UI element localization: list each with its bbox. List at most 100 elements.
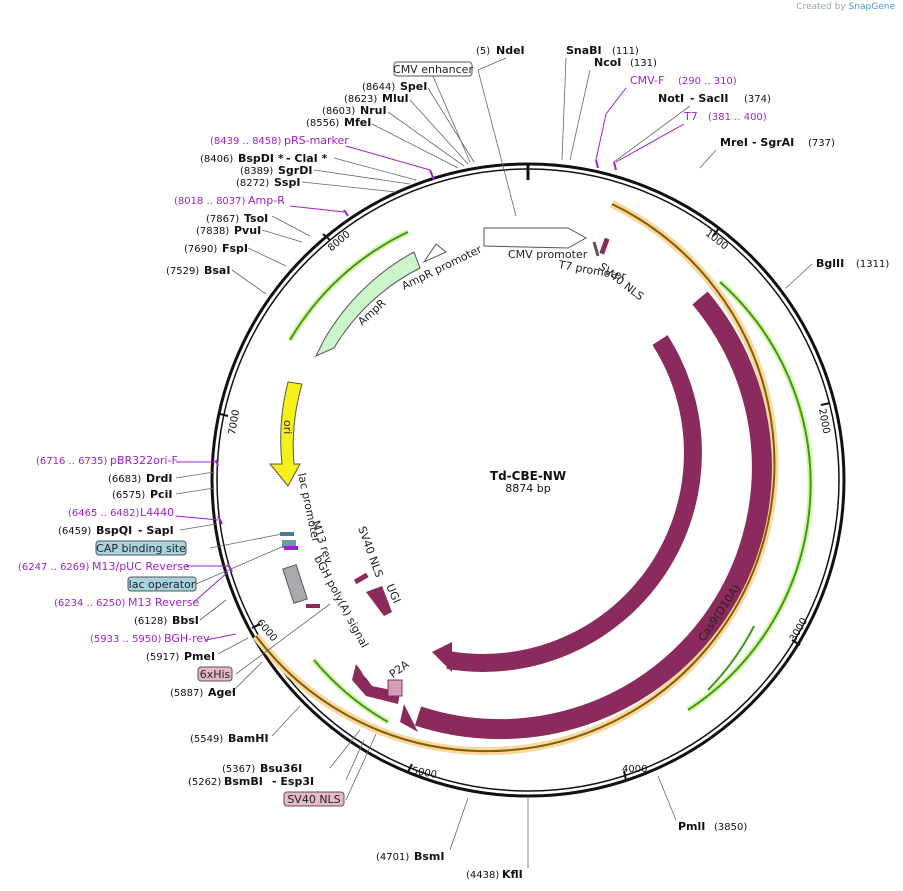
primer-t7[interactable]: T7 (381 .. 400): [683, 110, 767, 123]
tick-marks: [219, 227, 831, 781]
tick-label-7000: 7000: [227, 409, 242, 436]
site-bamhi[interactable]: (5549) BamHI: [190, 732, 269, 745]
feature-cas9: Cas9: [673, 576, 699, 606]
sv40-nls-mid-bar: [353, 572, 369, 585]
site-bsmbi-esp3i[interactable]: (5262) BsmBI - Esp3I: [188, 775, 314, 788]
primer-cmv-f-name: CMV-F: [630, 74, 664, 87]
feature-sv40-nls-top: SV40 NLS: [596, 260, 646, 303]
site-sacii-name: - SacII: [690, 92, 728, 105]
site-ndei-name: NdeI: [496, 44, 525, 57]
site-sapi-name: - SapI: [138, 524, 174, 537]
site-bglii[interactable]: BglII (1311): [816, 257, 889, 270]
site-mfei[interactable]: (8556) MfeI: [306, 116, 371, 129]
site-sapi-name-text: SapI: [146, 524, 173, 537]
feature-bgh-polya: bGH poly(A) signal: [311, 553, 371, 650]
site-pmei[interactable]: (5917) PmeI: [146, 650, 215, 663]
primer-marks: [215, 159, 617, 573]
ampr-arrow: [314, 251, 421, 358]
cap-binding-site-box[interactable]: CAP binding site: [95, 540, 187, 556]
site-esp3i-name: - Esp3I: [272, 775, 314, 788]
site-fspi[interactable]: (7690) FspI: [184, 242, 248, 255]
site-spei-name: SpeI: [400, 80, 427, 93]
site-mrei-pos: (737): [808, 138, 835, 149]
primer-amp-r[interactable]: (8018 .. 8037) Amp-R: [174, 194, 285, 207]
site-tsoi-name: TsoI: [244, 212, 268, 225]
site-snabi[interactable]: SnaBI (111): [566, 44, 639, 57]
site-pvui[interactable]: (7838) PvuI: [196, 224, 261, 237]
site-mlui[interactable]: (8623) MluI: [344, 92, 409, 105]
cas9-d10a-arc: [446, 335, 702, 672]
feature-ori: ori: [281, 420, 294, 434]
credit-prefix: Created by: [796, 2, 846, 12]
plasmid-name: Td-CBE-NW: [490, 469, 566, 483]
site-pcii-name: PciI: [150, 488, 172, 501]
site-nrui-pos: (8603): [322, 106, 355, 117]
site-kfli-name: KflI: [502, 868, 523, 881]
site-bsmi-pos: (4701): [376, 852, 409, 863]
primer-prs-marker[interactable]: (8439 .. 8458) pRS-marker: [210, 134, 349, 147]
sv40-nls-box[interactable]: SV40 NLS: [283, 791, 345, 807]
site-nrui[interactable]: (8603) NruI: [322, 104, 387, 117]
lac-operator-box[interactable]: lac operator: [127, 576, 197, 592]
site-snabi-pos: (111): [612, 46, 639, 57]
site-bglii-name: BglII: [816, 257, 844, 270]
site-spei-pos: (8644): [362, 82, 395, 93]
site-sspi[interactable]: (8272) SspI: [236, 176, 300, 189]
primer-l4440[interactable]: (6465 .. 6482) L4440: [68, 506, 174, 519]
orf-green-bottom: [313, 659, 389, 723]
site-kfli[interactable]: (4438) KflI: [466, 868, 523, 881]
plasmid-size: 8874 bp: [505, 482, 550, 495]
site-bbsi[interactable]: (6128) BbsI: [134, 614, 199, 627]
site-noti-pos: (374): [744, 94, 771, 105]
site-noti-sacii[interactable]: NotI - SacII (374): [658, 92, 771, 105]
primer-m13rev-range: (6234 .. 6250): [54, 598, 126, 609]
site-sspi-pos: (8272): [236, 178, 269, 189]
primer-bgh-range: (5933 .. 5950): [90, 634, 162, 645]
site-bspqi-sapi[interactable]: (6459) BspQI - SapI: [58, 524, 174, 537]
site-bsu36i[interactable]: (5367) Bsu36I: [222, 762, 302, 775]
primer-bgh-rev[interactable]: (5933 .. 5950) BGH-rev: [90, 632, 210, 645]
site-pmli[interactable]: PmlI (3850): [678, 820, 747, 833]
site-bspdi-pos: (8406): [200, 154, 233, 165]
site-pmli-name: PmlI: [678, 820, 705, 833]
primer-m13-puc-reverse[interactable]: (6247 .. 6269) M13/pUC Reverse: [18, 560, 190, 573]
primer-prs-name: pRS-marker: [284, 134, 349, 147]
tick-label-2000: 2000: [816, 408, 831, 435]
site-drdi[interactable]: (6683) DrdI: [108, 472, 173, 485]
his-tag-box[interactable]: 6xHis: [197, 666, 233, 682]
site-bspdi-clai[interactable]: (8406) BspDI * - ClaI *: [200, 152, 328, 165]
site-bamhi-pos: (5549): [190, 734, 223, 745]
site-bsmi[interactable]: (4701) BsmI: [376, 850, 445, 863]
site-sgrai-name: - SgrAI: [752, 136, 794, 149]
cap-mark: [280, 532, 294, 536]
primer-m13-reverse[interactable]: (6234 .. 6250) M13 Reverse: [54, 596, 199, 609]
site-bspqi-name: BspQI: [96, 524, 132, 537]
site-ncoi[interactable]: NcoI (131): [594, 56, 657, 69]
site-sgrdi-pos: (8389): [240, 166, 273, 177]
site-spei[interactable]: (8644) SpeI: [362, 80, 427, 93]
site-clai-name: - ClaI *: [286, 152, 328, 165]
primer-cmv-f[interactable]: CMV-F (290 .. 310): [630, 74, 737, 87]
p2a-box: [387, 679, 403, 697]
site-ndei[interactable]: (5) NdeI: [476, 44, 525, 57]
primer-l4440-range: (6465 .. 6482): [68, 508, 140, 519]
site-tsoi[interactable]: (7867) TsoI: [206, 212, 268, 225]
site-tsoi-pos: (7867): [206, 214, 239, 225]
site-pcii[interactable]: (6575) PciI: [112, 488, 172, 501]
m13-mark: [284, 546, 298, 550]
cas9-arrowhead: [400, 704, 418, 732]
t7-mark: [592, 241, 600, 257]
site-agei[interactable]: (5887) AgeI: [170, 686, 236, 699]
cmv-enhancer-box[interactable]: CMV enhancer: [393, 61, 473, 77]
site-bsu36i-name: Bsu36I: [260, 762, 302, 775]
site-mrei-sgrai[interactable]: MreI - SgrAI (737): [720, 136, 835, 149]
site-sgrdi[interactable]: (8389) SgrDI: [240, 164, 312, 177]
ori-arrow: [268, 381, 303, 487]
site-bsmi-name: BsmI: [414, 850, 445, 863]
site-mlui-name: MluI: [382, 92, 409, 105]
site-bsai[interactable]: (7529) BsaI: [166, 264, 230, 277]
site-bsai-pos: (7529): [166, 266, 199, 277]
primer-pbr322ori-f[interactable]: (6716 .. 6735) pBR322ori-F: [36, 454, 178, 467]
site-leaders: [175, 57, 813, 868]
site-noti-name: NotI: [658, 92, 684, 105]
